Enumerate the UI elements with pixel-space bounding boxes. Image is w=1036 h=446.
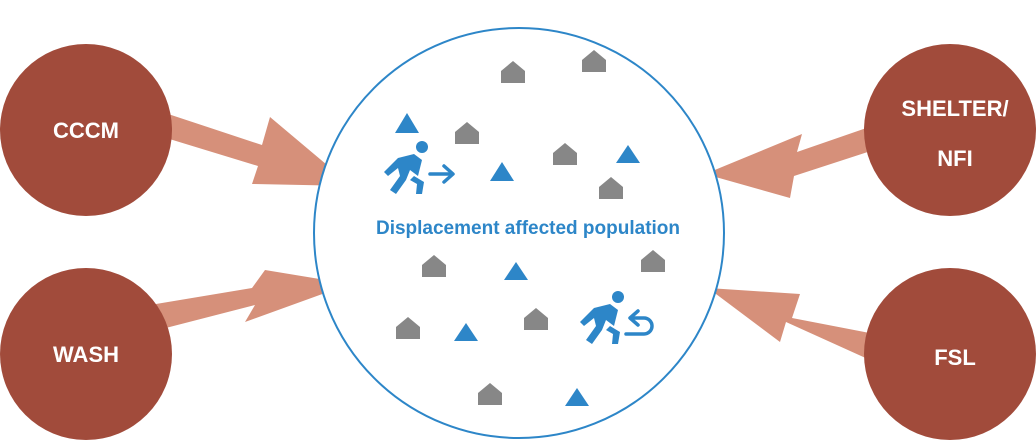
house-icon — [422, 255, 446, 277]
arrow-cccm — [140, 108, 352, 186]
house-icon — [455, 122, 479, 144]
house-icon — [641, 250, 665, 272]
arrow-shelter — [705, 124, 880, 198]
sector-shelter-nfi: SHELTER/ NFI — [864, 44, 1036, 216]
arrow-fsl — [708, 288, 880, 360]
tent-icon — [454, 323, 478, 341]
house-icon — [582, 50, 606, 72]
house-icon — [501, 61, 525, 83]
house-icon — [478, 383, 502, 405]
house-icon — [524, 308, 548, 330]
arrow-wash — [150, 270, 350, 330]
tent-icon — [616, 145, 640, 163]
sector-fsl: FSL — [864, 268, 1036, 440]
sector-label-shelter-line2: NFI — [937, 146, 972, 171]
sector-wash: WASH — [0, 268, 172, 440]
tent-icon — [565, 388, 589, 406]
center-label: Displacement affected population — [376, 218, 680, 239]
person-walking-away-icon — [384, 141, 455, 194]
sector-label-shelter-line1: SHELTER/ — [901, 96, 1008, 121]
tents — [395, 113, 640, 406]
sector-label-fsl: FSL — [934, 345, 976, 370]
sector-label-wash: WASH — [53, 342, 119, 367]
tent-icon — [504, 262, 528, 280]
tent-icon — [395, 113, 419, 133]
tent-icon — [490, 162, 514, 181]
house-icon — [553, 143, 577, 165]
house-icon — [599, 177, 623, 199]
sector-label-cccm: CCCM — [53, 118, 119, 143]
arrows — [140, 108, 880, 360]
house-icon — [396, 317, 420, 339]
houses — [396, 50, 665, 405]
person-returning-icon — [580, 291, 654, 344]
sector-cccm: CCCM — [0, 44, 172, 216]
